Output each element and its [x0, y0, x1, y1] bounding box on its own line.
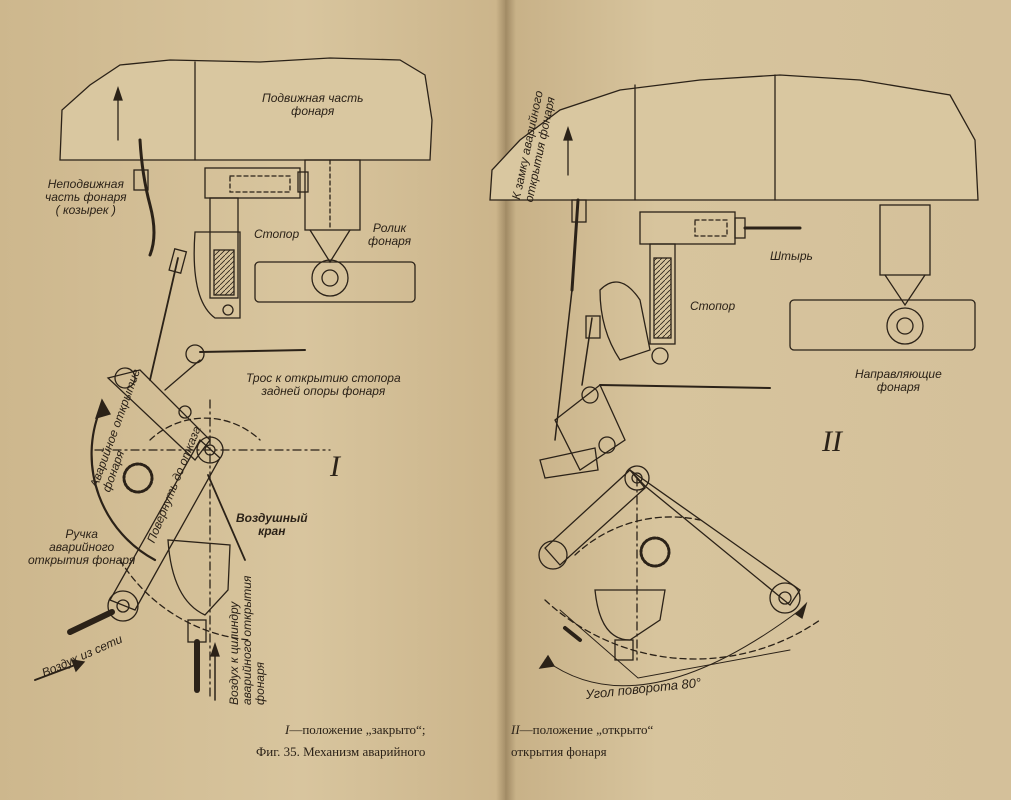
caption-left-line1: I—положение „закрыто“;	[285, 722, 425, 738]
caption-left-line2: Фиг. 35. Механизм аварийного	[256, 744, 426, 759]
canopy-movable-left	[59, 57, 433, 161]
caption-right-line1: II—положение „открыто“	[511, 722, 653, 738]
caption-left-text: —положение „закрыто“;	[289, 722, 426, 737]
label-pin: Штырь	[770, 249, 813, 263]
roman-numeral-right: II	[822, 425, 842, 458]
roman-numeral-left: I	[330, 450, 340, 483]
label-stopper-right: Стопор	[690, 299, 736, 313]
label-stopper-left: Стопор	[254, 227, 300, 241]
canopy-movable-right	[489, 74, 979, 201]
caption-left-roman: I	[285, 722, 290, 737]
caption-right-text: —положение „открыто“	[519, 722, 654, 737]
caption-right-line2: открытия фонаря	[511, 744, 607, 759]
caption-right-roman: II	[511, 722, 520, 737]
